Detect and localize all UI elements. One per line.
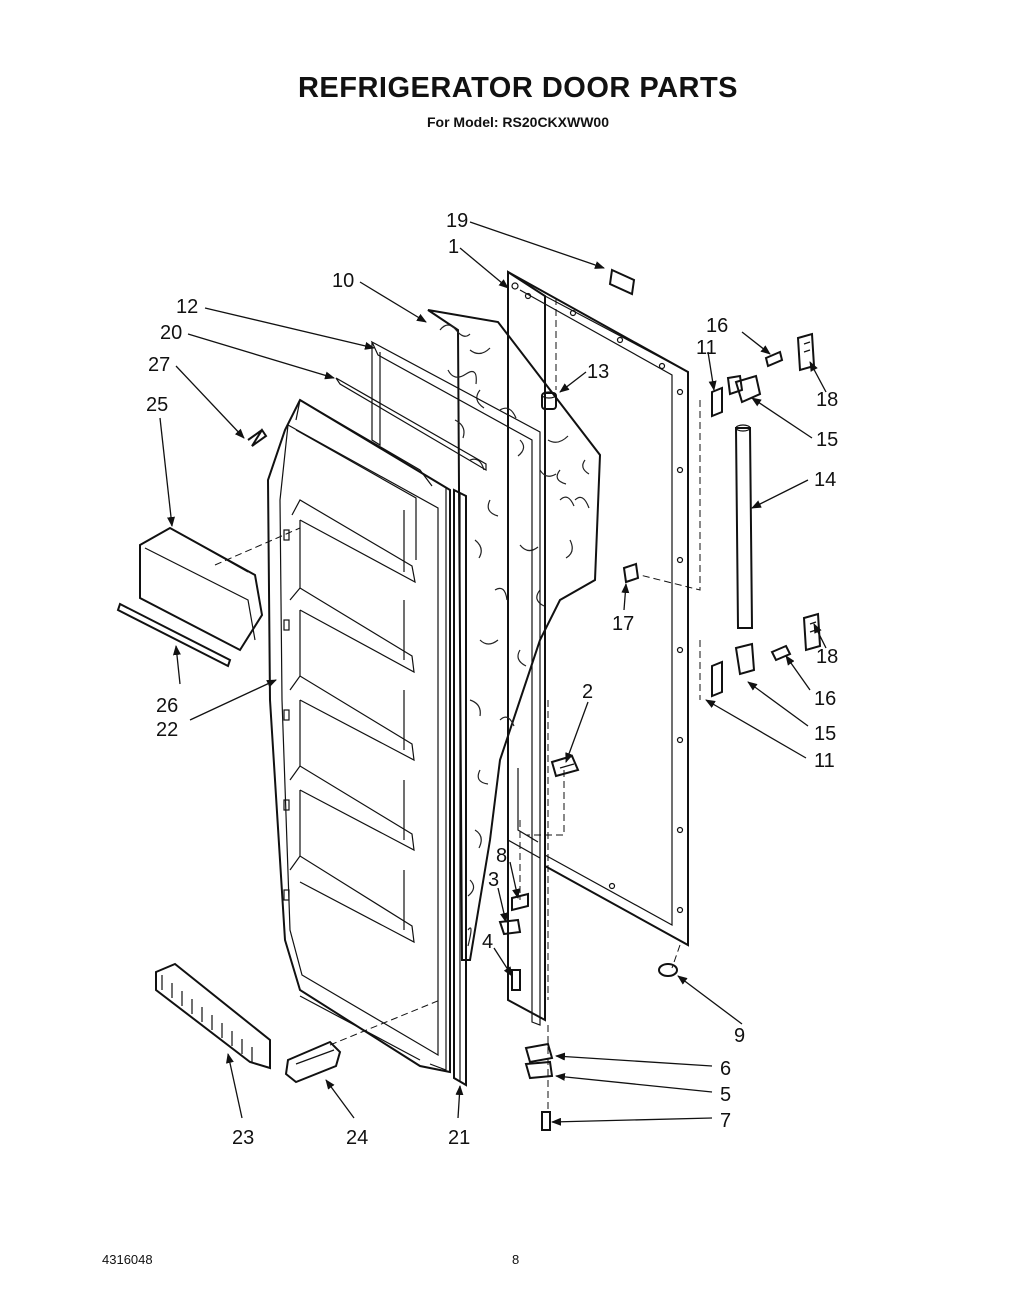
door-gasket — [429, 488, 467, 1087]
callout-17: 17 — [612, 613, 634, 635]
callout-1: 1 — [448, 236, 459, 258]
dashed-guide-line — [329, 999, 441, 1046]
hinge-pin-bushing-top — [711, 332, 816, 418]
small-parts-3-4-8 — [498, 892, 529, 991]
callout-6: 6 — [720, 1058, 731, 1080]
hinge-torsion-bar — [734, 424, 754, 629]
hinge-parts-5-6-7 — [524, 1042, 554, 1131]
inner-liner — [266, 398, 451, 1074]
leader-lines — [159, 221, 827, 1126]
callout-7: 7 — [720, 1110, 731, 1132]
callout-16-top: 16 — [706, 315, 728, 337]
dashed-guide-line — [671, 944, 681, 969]
dashed-guide-line — [214, 527, 301, 566]
model-subtitle: For Model: RS20CKXWW00 — [426, 114, 609, 130]
hinge-cover-part-24 — [284, 1040, 342, 1084]
callout-11-top: 11 — [696, 337, 717, 359]
callout-5: 5 — [720, 1084, 731, 1106]
clip-part-17 — [622, 562, 640, 584]
callout-18-bottom: 18 — [816, 646, 838, 668]
callout-16-bottom: 16 — [814, 688, 836, 710]
door-bin-part-25 — [116, 526, 264, 668]
screw-cap-part — [541, 391, 557, 410]
callout-25: 25 — [146, 394, 168, 416]
callout-2: 2 — [582, 681, 593, 703]
callout-26: 26 — [156, 695, 178, 717]
callout-24: 24 — [346, 1127, 368, 1149]
callout-labels: 19 1 10 12 20 27 25 13 16 11 18 15 14 17… — [146, 210, 838, 1149]
callout-8: 8 — [496, 845, 507, 867]
callout-13: 13 — [587, 361, 609, 383]
callout-27: 27 — [148, 354, 170, 376]
nameplate-label-part — [608, 268, 636, 296]
foam-insulation — [427, 309, 602, 961]
callout-22: 22 — [156, 719, 178, 741]
liner-retainer-strip — [335, 340, 541, 1026]
outer-door-panel — [507, 270, 689, 1022]
page-number: 8 — [512, 1252, 520, 1267]
hinge-bottom-assembly — [711, 612, 822, 698]
callout-9: 9 — [734, 1025, 745, 1047]
callout-3: 3 — [488, 869, 499, 891]
grille-part-23 — [155, 962, 271, 1070]
callout-18-top: 18 — [816, 389, 838, 411]
callout-4: 4 — [482, 931, 493, 953]
callout-21: 21 — [448, 1127, 470, 1149]
page-title: REFRIGERATOR DOOR PARTS — [297, 72, 739, 104]
door-stop-part-9 — [658, 963, 678, 977]
callout-19: 19 — [446, 210, 468, 232]
callout-15-bottom: 15 — [814, 723, 836, 745]
callout-15-top: 15 — [816, 429, 838, 451]
callout-10: 10 — [332, 270, 354, 292]
callout-14: 14 — [814, 469, 836, 491]
bracket-part-2 — [550, 754, 580, 778]
callout-23: 23 — [232, 1127, 254, 1149]
callout-20: 20 — [160, 322, 182, 344]
dashed-guide-line — [639, 400, 701, 591]
callout-12: 12 — [176, 296, 198, 318]
document-number: 4316048 — [102, 1252, 153, 1267]
screw-part-27 — [247, 428, 268, 447]
dashed-guide-line — [526, 770, 565, 836]
callout-11-bottom: 11 — [814, 750, 835, 772]
